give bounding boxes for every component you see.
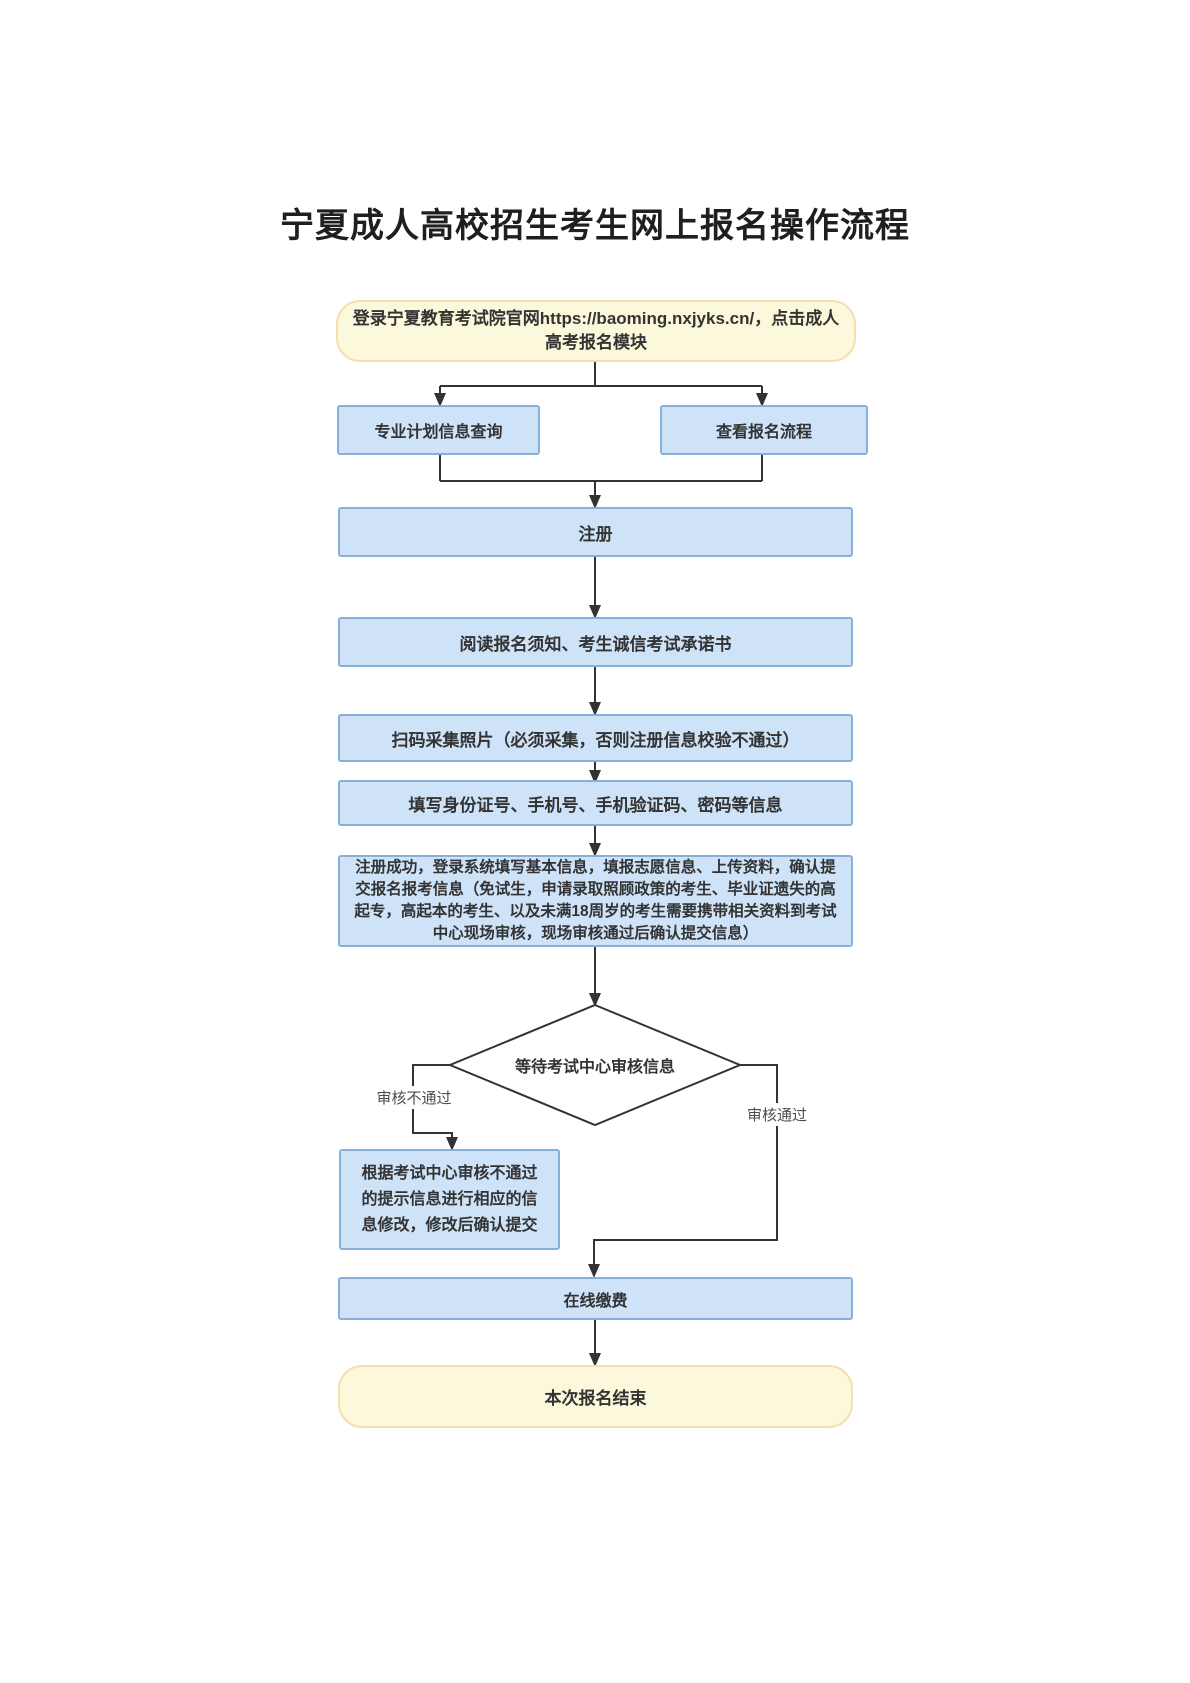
edge-label-review-fail-text: 审核不通过 bbox=[376, 1090, 452, 1107]
node-query-plan: 专业计划信息查询 bbox=[337, 405, 540, 455]
edge-label-review-fail: 审核不通过 bbox=[372, 1086, 456, 1109]
node-wait-review-label: 等待考试中心审核信息 bbox=[514, 1059, 675, 1076]
decision-diamond bbox=[447, 1003, 743, 1127]
edge-review-pass bbox=[588, 1064, 778, 1278]
node-modify-info: 根据考试中心审核不通过的提示信息进行相应的信息修改，修改后确认提交 bbox=[339, 1149, 560, 1250]
edge-label-review-pass: 审核通过 bbox=[742, 1103, 812, 1126]
edge-label-review-pass-text: 审核通过 bbox=[746, 1107, 808, 1124]
node-start-label: 登录宁夏教育考试院官网https://baoming.nxjyks.cn/，点击… bbox=[352, 309, 840, 352]
node-view-flow: 查看报名流程 bbox=[660, 405, 868, 455]
node-start: 登录宁夏教育考试院官网https://baoming.nxjyks.cn/，点击… bbox=[336, 300, 856, 362]
edge-review-fail bbox=[412, 1064, 458, 1151]
node-read-notice-label: 阅读报名须知、考生诚信考试承诺书 bbox=[459, 634, 732, 654]
node-view-flow-label: 查看报名流程 bbox=[715, 424, 812, 441]
node-register: 注册 bbox=[338, 507, 853, 557]
node-scan-photo-label: 扫码采集照片（必须采集，否则注册信息校验不通过） bbox=[391, 730, 800, 750]
node-submit-info-label: 注册成功，登录系统填写基本信息，填报志愿信息、上传资料，确认提交报名报考信息（免… bbox=[354, 859, 837, 942]
node-submit-info: 注册成功，登录系统填写基本信息，填报志愿信息、上传资料，确认提交报名报考信息（免… bbox=[338, 855, 853, 947]
node-read-notice: 阅读报名须知、考生诚信考试承诺书 bbox=[338, 617, 853, 667]
node-wait-review: 等待考试中心审核信息 bbox=[450, 1005, 740, 1125]
page-title: 宁夏成人高校招生考生网上报名操作流程 bbox=[280, 207, 910, 245]
node-modify-info-label: 根据考试中心审核不通过的提示信息进行相应的信息修改，修改后确认提交 bbox=[361, 1164, 538, 1234]
node-register-label: 注册 bbox=[578, 524, 613, 544]
node-end: 本次报名结束 bbox=[338, 1365, 853, 1428]
node-pay-online-label: 在线缴费 bbox=[563, 1292, 628, 1310]
node-fill-info-label: 填写身份证号、手机号、手机验证码、密码等信息 bbox=[408, 795, 783, 815]
node-end-label: 本次报名结束 bbox=[544, 1389, 647, 1408]
node-scan-photo: 扫码采集照片（必须采集，否则注册信息校验不通过） bbox=[338, 714, 853, 762]
node-query-plan-label: 专业计划信息查询 bbox=[374, 424, 503, 441]
node-pay-online: 在线缴费 bbox=[338, 1277, 853, 1320]
node-fill-info: 填写身份证号、手机号、手机验证码、密码等信息 bbox=[338, 780, 853, 826]
